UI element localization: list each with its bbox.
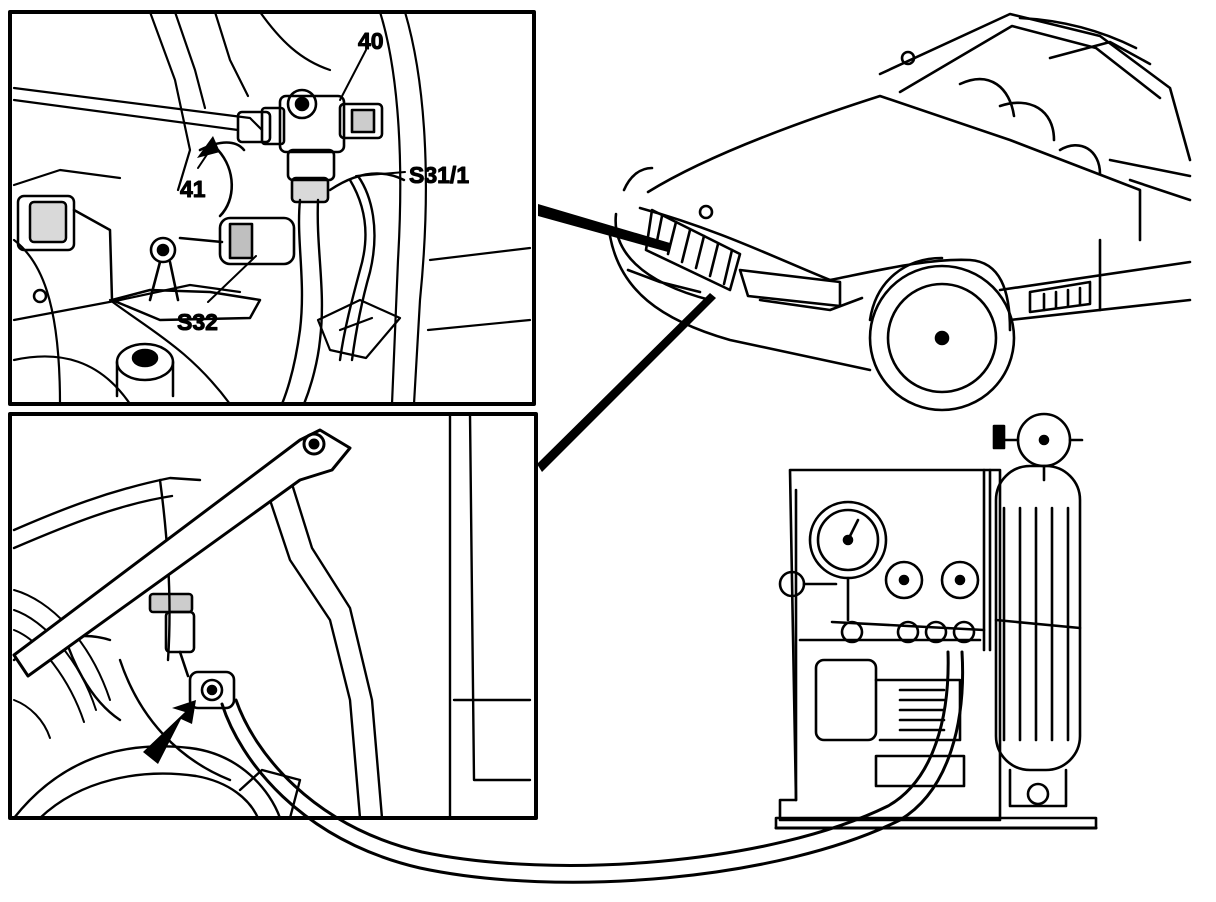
strut-bar (12, 428, 352, 678)
test-port-arrow (143, 700, 196, 764)
upper-bodywork (12, 10, 532, 406)
lower-panel-frame (8, 412, 538, 820)
fitting-41 (197, 136, 246, 218)
pressure-gauge-left (884, 560, 924, 600)
leader-upper-panel-to-car (538, 204, 670, 252)
car-illustration (608, 12, 1192, 412)
callout-leaders (197, 49, 406, 303)
leader-lower-panel-to-car (537, 293, 716, 472)
callout-40: 40 (358, 28, 384, 54)
callout-s31-1: S31/1 (409, 162, 469, 188)
test-hose (220, 650, 965, 884)
upper-hoses (280, 172, 406, 406)
leak-tester-unit (774, 412, 1098, 830)
upper-detail-panel: 40 41 S31/1 S32 (8, 10, 536, 406)
upper-panel-frame (8, 10, 536, 406)
connector-leaders (537, 204, 716, 472)
pressure-gauge-right (940, 560, 980, 600)
callout-41: 41 (180, 176, 206, 202)
switch-s32-body (148, 216, 296, 302)
test-connection (148, 592, 236, 710)
lower-detail-panel (8, 412, 538, 820)
upper-mount (110, 288, 262, 398)
valve-block-40 (236, 88, 384, 204)
upper-left-bracket (16, 194, 114, 304)
callout-s32: S32 (177, 309, 218, 335)
